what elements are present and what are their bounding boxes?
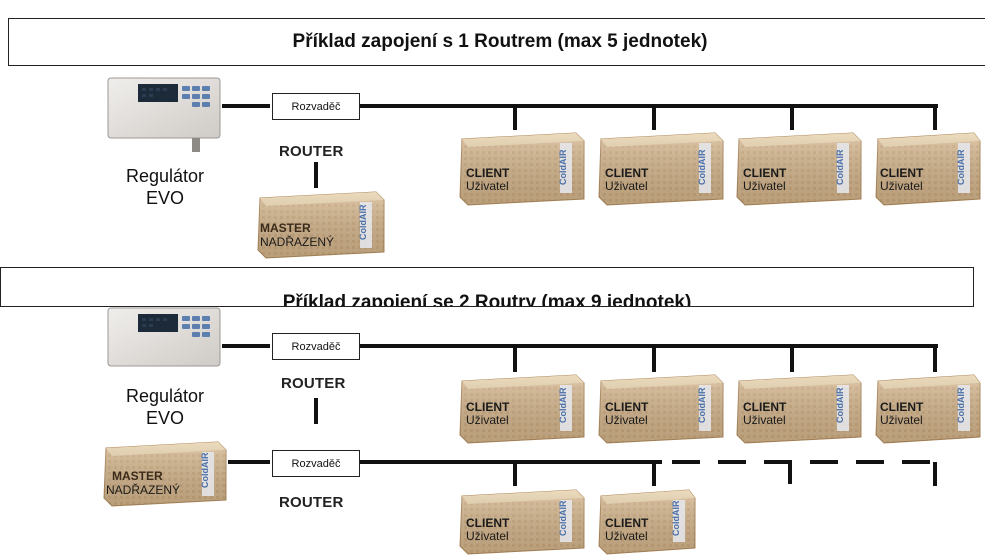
master-label-line1: MASTER [112, 469, 163, 483]
client-label-line2: Uživatel [880, 179, 923, 193]
regulator-label-top: Regulátor EVO [110, 165, 220, 209]
client-label-line1: CLIENT [466, 166, 510, 180]
client-unit: ColdAIR CLIENT Uživatel [598, 374, 724, 444]
title-top-text: Příklad zapojení s 1 Routrem (max 5 jedn… [292, 31, 708, 52]
master-label-line1: MASTER [260, 221, 311, 235]
client-label-line2: Uživatel [743, 413, 786, 427]
regulator-evo-device [107, 77, 221, 152]
client-label-line2: Uživatel [743, 179, 786, 193]
regulator-label-line1: Regulátor [125, 166, 205, 186]
top-wiring [222, 104, 938, 188]
regulator-label-line2: EVO [145, 408, 184, 428]
client-unit: ColdAIR CLIENT Uživatel [459, 132, 585, 206]
router-box-label: Rozvaděč [291, 340, 341, 353]
router-label-top: ROUTER [279, 143, 344, 160]
client-label-line2: Uživatel [605, 413, 648, 427]
client-label-line2: Uživatel [466, 529, 509, 543]
client-unit: ColdAIR CLIENT Uživatel [875, 132, 981, 206]
master-label-line2: NADŘAZENÝ [260, 234, 334, 249]
client-label-line1: CLIENT [743, 166, 787, 180]
router-box-label: Rozvaděč [291, 100, 341, 113]
regulator-label-bottom: Regulátor EVO [110, 385, 220, 429]
client-unit: ColdAIR CLIENT Uživatel [459, 489, 585, 555]
client-unit: ColdAIR CLIENT Uživatel [736, 374, 862, 444]
client-label-line1: CLIENT [605, 400, 649, 414]
brand-logo: ColdAIR [558, 387, 568, 423]
brand-logo: ColdAIR [358, 204, 368, 240]
client-label-line1: CLIENT [880, 166, 924, 180]
brand-logo: ColdAIR [671, 500, 681, 536]
client-label-line1: CLIENT [880, 400, 924, 414]
router-label-bottom-2: ROUTER [279, 494, 344, 511]
master-unit-top: ColdAIR MASTER NADŘAZENÝ [257, 191, 385, 259]
brand-logo: ColdAIR [697, 387, 707, 423]
bottom-wiring [222, 344, 938, 486]
client-label-line1: CLIENT [466, 400, 510, 414]
client-label-line2: Uživatel [880, 413, 923, 427]
client-unit: ColdAIR CLIENT Uživatel [598, 489, 696, 555]
client-label-line1: CLIENT [743, 400, 787, 414]
title-bottom: Příklad zapojení se 2 Routry (max 9 jedn… [0, 267, 974, 307]
brand-logo: ColdAIR [956, 387, 966, 423]
router-label-bottom-1: ROUTER [281, 375, 346, 392]
brand-logo: ColdAIR [956, 149, 966, 185]
master-label-line2: NADŘAZENÝ [106, 482, 180, 497]
client-unit: ColdAIR CLIENT Uživatel [875, 374, 981, 444]
client-unit: ColdAIR CLIENT Uživatel [736, 132, 862, 206]
router-box-label: Rozvaděč [291, 457, 341, 470]
master-unit-bottom: ColdAIR MASTER NADŘAZENÝ [103, 441, 227, 507]
brand-logo: ColdAIR [697, 149, 707, 185]
brand-logo: ColdAIR [558, 500, 568, 536]
client-label-line1: CLIENT [466, 516, 510, 530]
client-label-line1: CLIENT [605, 166, 649, 180]
regulator-label-line1: Regulátor [125, 386, 205, 406]
title-bottom-text: Příklad zapojení se 2 Routry (max 9 jedn… [282, 292, 692, 307]
brand-logo: ColdAIR [558, 149, 568, 185]
brand-logo: ColdAIR [835, 149, 845, 185]
regulator-label-line2: EVO [145, 188, 184, 208]
client-label-line2: Uživatel [605, 179, 648, 193]
title-top: Příklad zapojení s 1 Routrem (max 5 jedn… [8, 18, 985, 66]
regulator-evo-device [107, 307, 221, 367]
router-box-top: Rozvaděč [272, 93, 360, 120]
client-label-line1: CLIENT [605, 516, 649, 530]
brand-logo: ColdAIR [835, 387, 845, 423]
client-unit: ColdAIR CLIENT Uživatel [598, 132, 724, 206]
client-label-line2: Uživatel [466, 413, 509, 427]
client-label-line2: Uživatel [466, 179, 509, 193]
brand-logo: ColdAIR [200, 452, 210, 488]
client-label-line2: Uživatel [605, 529, 648, 543]
router-box-bottom-2: Rozvaděč [272, 450, 360, 477]
client-unit: ColdAIR CLIENT Uživatel [459, 374, 585, 444]
router-box-bottom-1: Rozvaděč [272, 333, 360, 360]
